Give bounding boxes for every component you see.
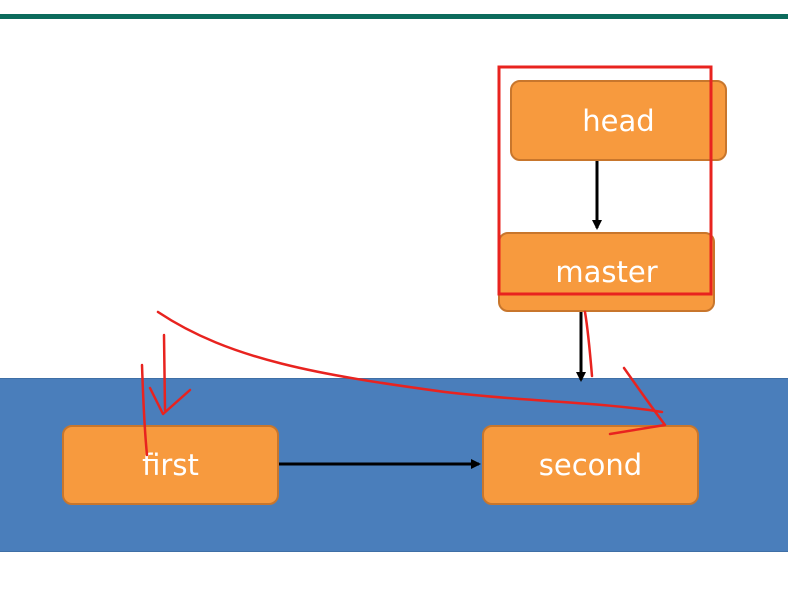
node-second: second [482,425,699,505]
node-head-label: head [582,103,655,138]
node-head: head [510,80,727,161]
top-rule [0,14,788,19]
annotation-master-stroke [583,310,594,378]
node-master: master [498,232,715,312]
node-first-label: first [142,448,199,482]
node-second-label: second [538,448,643,482]
node-master-label: master [555,255,658,289]
node-first: first [62,425,279,505]
